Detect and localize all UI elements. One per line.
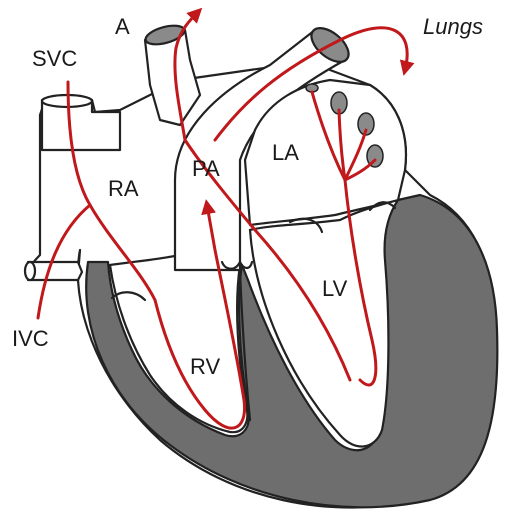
label-svc: SVC — [32, 46, 77, 71]
label-lungs: Lungs — [423, 14, 483, 39]
ivc-opening — [25, 262, 35, 280]
label-right-ventricle: RV — [190, 354, 220, 379]
label-left-atrium: LA — [272, 140, 299, 165]
label-pulmonary-artery: PA — [192, 156, 220, 181]
superior-vena-cava — [42, 100, 120, 150]
label-aorta: A — [115, 14, 130, 39]
label-right-atrium: RA — [108, 176, 139, 201]
label-ivc: IVC — [12, 326, 49, 351]
label-left-ventricle: LV — [322, 276, 348, 301]
